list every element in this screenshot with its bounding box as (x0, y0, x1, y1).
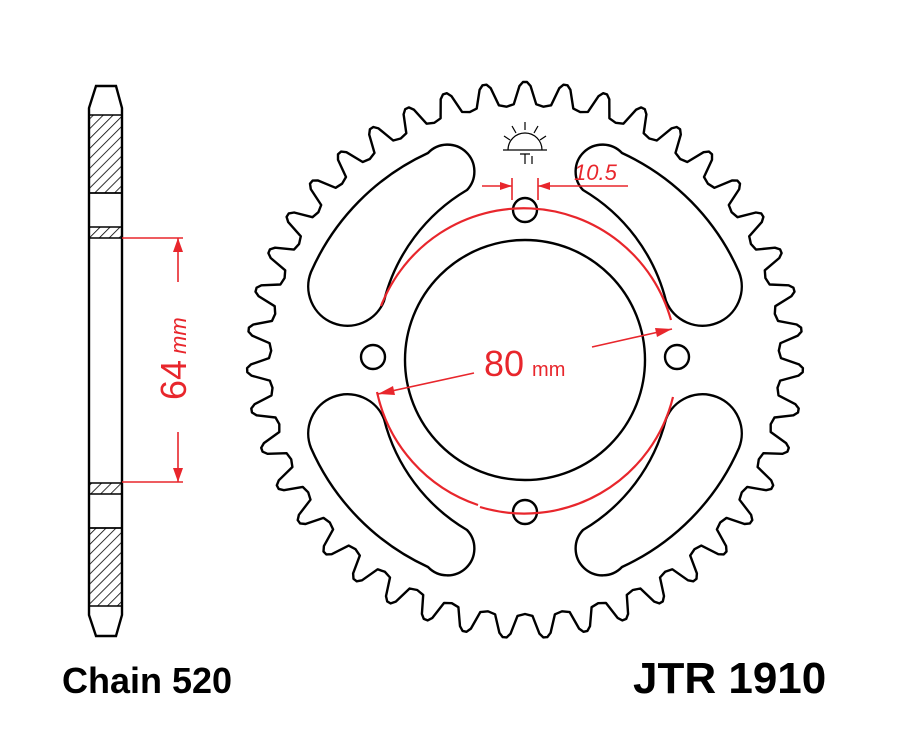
pitch-circle-arcs (375, 207, 675, 515)
slot-bottom-right (574, 393, 743, 577)
side-view: 64mm (87, 84, 194, 638)
bolt-hole-left (359, 343, 387, 371)
side-height-dimension (122, 237, 183, 483)
part-number-label: JTR 1910 (633, 654, 826, 703)
slot-top-right (574, 143, 743, 327)
slot-top-left (307, 143, 476, 327)
bolt-hole-bottom (511, 498, 539, 526)
jt-logo-icon (503, 122, 547, 164)
side-hatch-bottom (88, 527, 123, 607)
side-hatch-upper-band (88, 226, 123, 239)
hub-diameter-dimension (377, 328, 673, 395)
bolt-holes (359, 196, 691, 526)
side-view-outline (87, 84, 124, 638)
side-height-label: 64mm (153, 317, 194, 400)
bolt-hole-width-label: 10.5 (574, 160, 618, 185)
bolt-hole-dimension (482, 178, 628, 200)
slot-bottom-left (307, 393, 476, 577)
lightening-slots (307, 143, 743, 577)
hub-bore (403, 238, 647, 482)
bolt-hole-right (663, 343, 691, 371)
side-hatch-lower-band (88, 482, 123, 495)
side-hatch-top (88, 114, 123, 194)
chain-size-label: Chain 520 (62, 660, 232, 701)
bolt-hole-top (511, 196, 539, 224)
